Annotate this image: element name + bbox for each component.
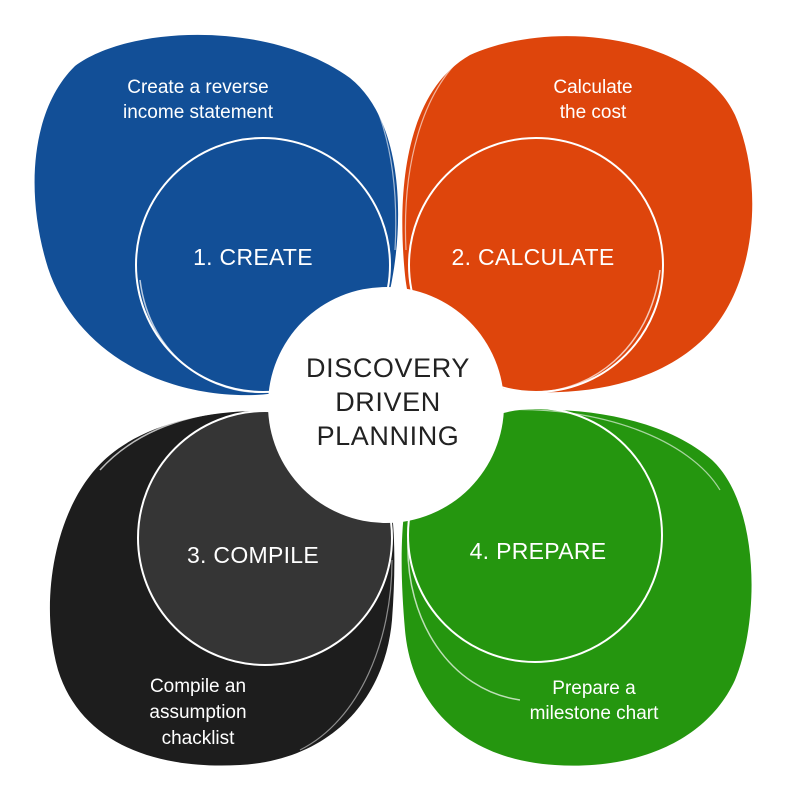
center-title-line-1: DISCOVERY xyxy=(306,353,470,383)
petal-prepare-brush-stroke xyxy=(407,539,521,701)
petal-prepare-brush-stroke-2 xyxy=(499,408,721,491)
petal-prepare-step-label: 4. PREPARE xyxy=(470,538,607,564)
petal-calculate-brush-stroke xyxy=(534,269,661,393)
center-title-line-3: PLANNING xyxy=(317,421,460,451)
center-hub: DISCOVERY DRIVEN PLANNING xyxy=(268,287,504,523)
petal-calculate-description-line-1: Calculate xyxy=(553,77,632,98)
petal-compile-description-line-3: chacklist xyxy=(162,728,236,749)
petal-compile-step-label: 3. COMPILE xyxy=(187,542,319,568)
center-circle xyxy=(268,287,504,523)
petal-create-description-line-1: Create a reverse xyxy=(127,77,269,98)
center-title-line-2: DRIVEN xyxy=(335,387,441,417)
petal-prepare-description-line-1: Prepare a xyxy=(552,678,636,699)
petal-compile-brush-stroke-2 xyxy=(299,559,393,751)
petal-create-brush-stroke-2 xyxy=(329,44,397,251)
petal-compile-description-line-2: assumption xyxy=(149,702,246,723)
petal-prepare-description-line-2: milestone chart xyxy=(530,703,660,724)
petal-calculate-brush-stroke-2 xyxy=(404,49,471,251)
petal-create-description-line-2: income statement xyxy=(123,102,274,123)
petal-calculate: Calculate the cost 2. CALCULATE xyxy=(402,36,753,393)
petal-calculate-step-label: 2. CALCULATE xyxy=(452,244,615,270)
petal-calculate-description-line-2: the cost xyxy=(560,102,627,123)
petal-create-brush-stroke xyxy=(139,279,266,393)
petal-create-step-label: 1. CREATE xyxy=(193,244,313,270)
petal-compile-description-line-1: Compile an xyxy=(150,676,246,697)
